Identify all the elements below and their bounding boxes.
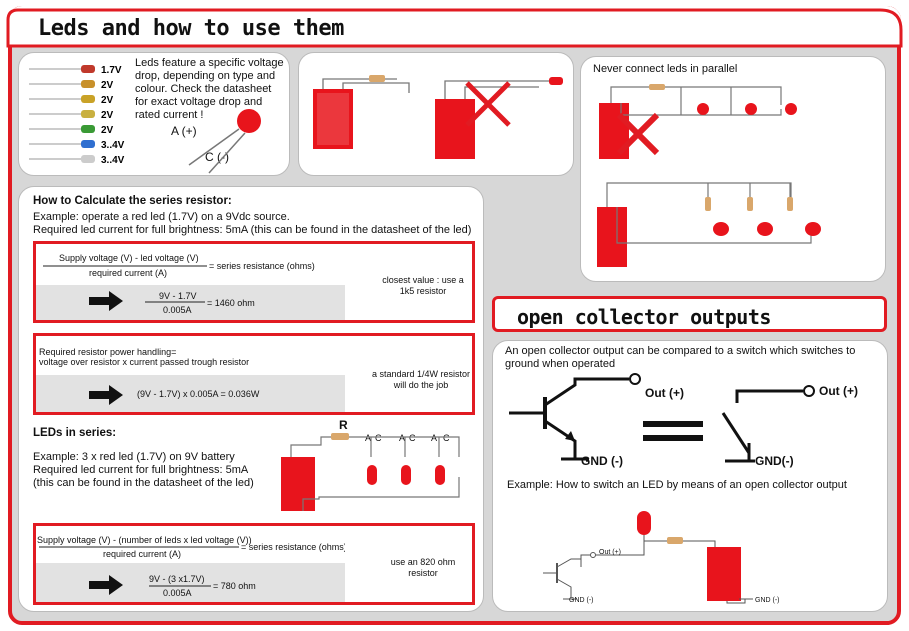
led-swatch <box>81 125 95 133</box>
led-swatch <box>81 155 95 163</box>
power-result-box <box>345 333 475 415</box>
formula-result: = series resistance (ohms) <box>209 261 315 271</box>
battery-icon <box>313 89 353 149</box>
led-voltage-label: 1.7V <box>101 65 122 76</box>
led-c1-label: C <box>375 433 382 443</box>
open-collector-title-box: open collector outputs <box>492 296 887 332</box>
resistor-icon <box>649 84 665 90</box>
oc-out-label-left: Out (+) <box>645 386 684 400</box>
series-circuit <box>281 433 460 511</box>
led-voltage-label: 2V <box>101 125 114 136</box>
resistor-icon <box>667 537 683 544</box>
resistor-icon <box>331 433 349 440</box>
oc-gnd-label-right: GND(-) <box>755 454 794 468</box>
led-swatch <box>81 65 95 73</box>
calc-heading: How to Calculate the series resistor: <box>33 195 232 207</box>
title-bar: Leds and how to use them <box>8 6 901 46</box>
cathode-label: C (-) <box>205 150 229 164</box>
led-c3-label: C <box>443 433 450 443</box>
series-formula-result: = series resistance (ohms) <box>241 542 347 552</box>
parallel-diagram <box>597 84 821 267</box>
oc-small-out: Out (+) <box>599 549 621 556</box>
formula-numerator: Supply voltage (V) - led voltage (V) <box>59 253 199 263</box>
led-voltage-label: 3..4V <box>101 155 125 166</box>
series-calc-denominator: 0.005A <box>163 588 192 598</box>
oc-example: Example: How to switch an LED by means o… <box>507 479 847 491</box>
series-calc-numerator: 9V - (3 x1.7V) <box>149 574 205 584</box>
series-heading: LEDs in series: <box>33 427 117 439</box>
calc-example: Example: operate a red led (1.7V) on a 9… <box>33 211 290 223</box>
title-border <box>6 8 903 48</box>
parallel-panel: Never connect leds in parallel <box>580 56 886 282</box>
oc-transistor-diagram <box>509 373 815 463</box>
led-a3-label: A <box>431 433 438 443</box>
oc-out-label-right: Out (+) <box>819 384 858 398</box>
led-voltage-label: 2V <box>101 80 114 91</box>
battery-icon <box>281 457 315 511</box>
led-a1-label: A <box>365 433 372 443</box>
resistor-label: R <box>339 418 348 432</box>
calculation-panel: How to Calculate the series resistor: Ex… <box>18 186 484 612</box>
led-diagram <box>188 109 261 174</box>
led-c2-label: C <box>409 433 416 443</box>
battery-circuit-diagram <box>313 75 563 159</box>
calc-current: Required led current for full brightness… <box>33 224 472 236</box>
result-box <box>345 241 475 323</box>
led-swatch <box>81 95 95 103</box>
power-line-2: voltage over resistor x current passed t… <box>39 357 250 367</box>
led-swatch <box>81 80 95 88</box>
series-note: (this can be found in the datasheet of t… <box>33 477 254 489</box>
calc-numerator: 9V - 1.7V <box>159 291 197 301</box>
series-current: Required led current for full brightness… <box>33 464 249 476</box>
led-voltage-text: Leds feature a specific voltage drop, de… <box>135 57 284 121</box>
result-text: closest value : use a 1k5 resistor <box>382 275 464 296</box>
led-voltage-label: 2V <box>101 110 114 121</box>
series-result-box <box>345 523 475 605</box>
oc-small-gnd-2: GND (-) <box>755 597 780 604</box>
led-icon <box>549 77 563 85</box>
equals-icon <box>643 421 703 427</box>
led-voltage-label: 2V <box>101 95 114 106</box>
calc-result: = 1460 ohm <box>207 298 255 308</box>
led-voltage-label: 3..4V <box>101 140 125 151</box>
power-result: a standard 1/4W resistor will do the job <box>371 369 471 390</box>
oc-description: An open collector output can be compared… <box>505 345 856 370</box>
led-voltage-panel: 1.7V 2V 2V 2V 2V 3..4V 3..4V Leds feature a sp… <box>18 52 290 176</box>
formula-denominator: required current (A) <box>89 268 168 278</box>
series-result: use an 820 ohm resistor <box>390 557 456 578</box>
series-example: Example: 3 x red led (1.7V) on 9V batter… <box>33 451 235 463</box>
calc-denominator: 0.005A <box>163 305 192 315</box>
oc-led-circuit <box>543 511 753 604</box>
power-calc: (9V - 1.7V) x 0.005A = 0.036W <box>137 389 260 399</box>
open-collector-panel: An open collector output can be compared… <box>492 340 888 612</box>
arrow-icon <box>89 291 123 311</box>
battery-icon <box>597 207 627 267</box>
led-a2-label: A <box>399 433 406 443</box>
battery-icon <box>435 99 475 159</box>
switch-icon <box>721 412 751 454</box>
battery-circuit-panel <box>298 52 574 176</box>
arrow-icon <box>89 385 123 405</box>
series-formula-numerator: Supply voltage (V) - (number of leds x l… <box>37 535 252 545</box>
power-line-1: Required resistor power handling= <box>39 347 177 357</box>
led-icon <box>637 511 651 535</box>
led-swatch <box>81 110 95 118</box>
oc-small-gnd-1: GND (-) <box>569 597 594 604</box>
open-collector-title: open collector outputs <box>517 305 771 329</box>
parallel-warning: Never connect leds in parallel <box>593 63 738 75</box>
resistor-icon <box>369 75 385 82</box>
anode-label: A (+) <box>171 124 197 138</box>
oc-gnd-label-left: GND (-) <box>581 454 623 468</box>
series-calc-result: = 780 ohm <box>213 581 256 591</box>
battery-icon <box>707 547 741 601</box>
led-swatch <box>81 140 95 148</box>
series-formula-denominator: required current (A) <box>103 549 182 559</box>
arrow-icon <box>89 575 123 595</box>
page-title: Leds and how to use them <box>38 16 344 41</box>
led-color-legend: 1.7V 2V 2V 2V 2V 3..4V 3..4V <box>29 65 125 166</box>
